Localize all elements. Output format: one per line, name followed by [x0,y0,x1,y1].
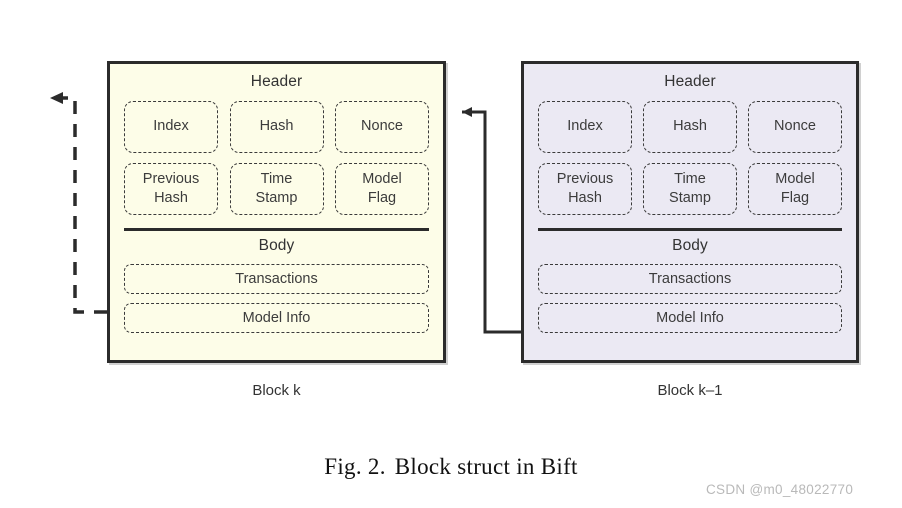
block-k-header-row-2: Previous Hash Time Stamp Model Flag [124,162,429,215]
block-k-header-title: Header [250,73,303,90]
field-previous-hash: Previous Hash [538,162,632,215]
block-k: Header Index Hash Nonce Previous Hash Ti… [107,61,446,363]
block-k-header-row-1: Index Hash Nonce [124,100,429,153]
field-previous-hash-line-2: Hash [568,189,602,206]
field-time-stamp-line-1: Time [260,170,293,187]
csdn-watermark: CSDN @m0_48022770 [706,482,854,497]
field-index: Index [124,100,218,153]
field-previous-hash-line-2: Hash [154,189,188,206]
field-nonce: Nonce [748,100,842,153]
field-index: Index [538,100,632,153]
field-previous-hash-line-1: Previous [556,170,614,187]
block-k-minus-1-transactions-row: Transactions [538,264,842,294]
field-time-stamp: Time Stamp [229,162,324,215]
block-k-minus-1-header-row-2: Previous Hash Time Stamp Model Flag [538,162,842,215]
block-k-header-body-divider [124,227,429,231]
field-previous-hash-line-1: Previous [142,170,200,187]
field-hash: Hash [643,100,737,153]
field-time-stamp-line-2: Stamp [255,189,298,206]
block-k-minus-1-model-info-row: Model Info [538,303,842,333]
block-k-body-title: Body [258,236,295,254]
field-nonce: Nonce [335,100,429,153]
block-k-caption: Block k [252,382,301,399]
field-transactions: Transactions [538,264,842,294]
figure-caption: Fig. 2. Block struct in Bift [0,454,902,480]
block-k-minus-1-caption: Block k–1 [657,382,723,399]
connector-chain-link-solid [462,107,521,334]
block-k-minus-1: Header Index Hash Nonce Previous Hash Ti… [521,61,859,363]
field-model-flag-line-2: Flag [780,189,810,206]
field-time-stamp-line-2: Stamp [669,189,711,206]
figure-caption-text: Block struct in Bift [394,454,578,479]
field-model-flag: Model Flag [335,162,429,215]
block-k-minus-1-header-title: Header [664,73,716,90]
block-k-model-info-row: Model Info [124,303,429,333]
field-hash: Hash [229,100,324,153]
field-time-stamp-line-1: Time [674,170,706,187]
block-k-minus-1-header-row-1: Index Hash Nonce [538,100,842,153]
block-k-minus-1-header-body-divider [538,227,842,231]
block-k-transactions-row: Transactions [124,264,429,294]
field-model-flag-line-2: Flag [367,189,397,206]
block-k-minus-1-body-title: Body [672,236,708,254]
field-previous-hash: Previous Hash [124,162,218,215]
field-time-stamp: Time Stamp [643,162,737,215]
field-transactions: Transactions [124,264,429,294]
field-model-flag: Model Flag [748,162,842,215]
field-model-flag-line-1: Model [775,170,815,187]
figure-caption-prefix: Fig. 2. [324,454,386,479]
field-model-flag-line-1: Model [362,170,402,187]
field-model-info: Model Info [124,303,429,333]
field-model-info: Model Info [538,303,842,333]
connector-chain-link-dashed [50,92,107,314]
